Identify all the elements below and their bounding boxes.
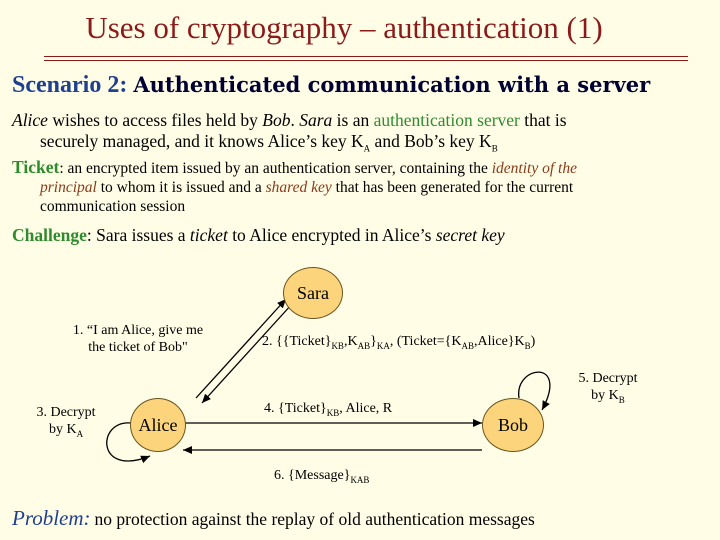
sub-a: A xyxy=(363,143,371,154)
sub-b: B xyxy=(491,143,498,154)
slide-title: Uses of cryptography – authentication (1… xyxy=(85,10,603,45)
intro-text-1: wishes to access files held by xyxy=(47,110,263,130)
msg2-part-d: , (Ticket={K xyxy=(389,334,462,349)
msg2-label: 2. {{Ticket}KB,KAB}KA, (Ticket={KAB,Alic… xyxy=(262,333,535,355)
bob-name: Bob xyxy=(262,110,291,130)
msg5-line-2-text: by K xyxy=(591,388,619,403)
intro-text-3: is an xyxy=(332,110,374,130)
intro-line-2: securely managed, and it knows Alice’s k… xyxy=(12,131,702,160)
node-sara-label: Sara xyxy=(297,282,329,303)
arrow-msg1 xyxy=(195,298,287,399)
problem-line: Problem: no protection against the repla… xyxy=(12,506,535,531)
principal-term: principal xyxy=(40,179,97,196)
intro-text-2: . xyxy=(290,110,300,130)
identity-term: identity of the xyxy=(491,160,577,177)
node-alice: Alice xyxy=(130,398,186,452)
ticket-term: Ticket xyxy=(12,157,60,177)
msg5-line-1: 5. Decrypt xyxy=(578,371,638,386)
node-bob-label: Bob xyxy=(497,414,528,435)
node-bob: Bob xyxy=(482,398,544,452)
node-alice-label: Alice xyxy=(138,414,178,435)
msg5-sub: B xyxy=(618,394,625,405)
msg1-line-1: 1. “I am Alice, give me xyxy=(72,323,204,338)
challenge-term: Challenge xyxy=(12,225,87,245)
msg3-line-1: 3. Decrypt xyxy=(36,405,96,420)
ticket-text-2: to whom it is issued and a xyxy=(96,179,266,196)
arrow-msg2 xyxy=(201,303,293,404)
ticket-text-3: that has been generated for the current xyxy=(331,179,574,196)
msg5-label: 5. Decrypt by KB xyxy=(568,370,648,409)
alice-name: Alice xyxy=(12,110,48,130)
msg2-sub-4: AB xyxy=(461,340,474,351)
ticket-definition: Ticket: an encrypted item issued by an a… xyxy=(12,158,702,216)
msg2-sub-1: KB xyxy=(331,340,344,351)
problem-label: Problem: xyxy=(12,506,91,530)
node-sara: Sara xyxy=(283,267,343,319)
scenario-heading: Scenario 2: Authenticated communication … xyxy=(12,72,650,99)
msg2-part-b: ,K xyxy=(343,334,358,349)
ticket-line-2: principal to whom it is issued and a sha… xyxy=(12,178,702,197)
msg6-sub: KAB xyxy=(350,474,370,485)
intro-line-2a: securely managed, and it knows Alice’s k… xyxy=(40,131,364,151)
msg2-part-c: } xyxy=(370,334,377,349)
ticket-line-3: communication session xyxy=(40,198,186,215)
msg4-part-b: , Alice, R xyxy=(339,401,393,416)
msg1-label: 1. “I am Alice, give me the ticket of Bo… xyxy=(48,322,228,356)
msg3-sub: A xyxy=(76,428,84,439)
sara-name: Sara xyxy=(299,110,333,130)
msg3-label: 3. Decrypt by KA xyxy=(24,404,108,443)
title-rule-top xyxy=(44,56,688,57)
msg2-part-a: 2. {{Ticket} xyxy=(262,334,332,349)
msg3-line-2-text: by K xyxy=(48,422,77,437)
msg6-label: 6. {Message}KAB xyxy=(274,467,369,489)
intro-paragraph: Alice wishes to access files held by Bob… xyxy=(12,110,702,160)
msg2-sub-3: KA xyxy=(376,340,390,351)
challenge-text-2: to Alice encrypted in Alice’s xyxy=(227,225,436,245)
msg2-sub-5: B xyxy=(524,340,531,351)
msg6-part-a: 6. {Message} xyxy=(274,468,351,483)
problem-text: no protection against the replay of old … xyxy=(94,509,535,529)
intro-text-4: that is xyxy=(519,110,567,130)
ticket-word: ticket xyxy=(189,225,228,245)
scenario-label: Scenario 2: xyxy=(12,72,128,98)
msg5-line-2: by KB xyxy=(568,387,648,409)
challenge-line: Challenge: Sara issues a ticket to Alice… xyxy=(12,225,702,246)
intro-line-2b: and Bob’s key K xyxy=(370,131,492,151)
msg4-label: 4. {Ticket}KB, Alice, R xyxy=(264,400,392,422)
shared-key-term: shared key xyxy=(265,179,332,196)
msg2-part-f: ) xyxy=(530,334,536,349)
title-rule-bottom xyxy=(44,60,688,61)
msg4-sub: KB xyxy=(326,407,340,418)
scenario-text: Authenticated communication with a serve… xyxy=(133,72,651,97)
ticket-text-1: : an encrypted item issued by an authent… xyxy=(59,160,492,177)
auth-server-term: authentication server xyxy=(373,110,520,130)
secret-key-term: secret key xyxy=(435,225,505,245)
challenge-text-1: : Sara issues a xyxy=(86,225,190,245)
msg2-sub-2: AB xyxy=(357,340,371,351)
arrow-msg5-loop xyxy=(518,371,551,411)
msg3-line-2: by KA xyxy=(24,421,108,443)
msg1-line-2: the ticket of Bob" xyxy=(88,340,188,355)
msg4-part-a: 4. {Ticket} xyxy=(264,401,327,416)
msg2-part-e: ,Alice}K xyxy=(474,334,525,349)
arrow-msg3-loop xyxy=(106,422,151,464)
